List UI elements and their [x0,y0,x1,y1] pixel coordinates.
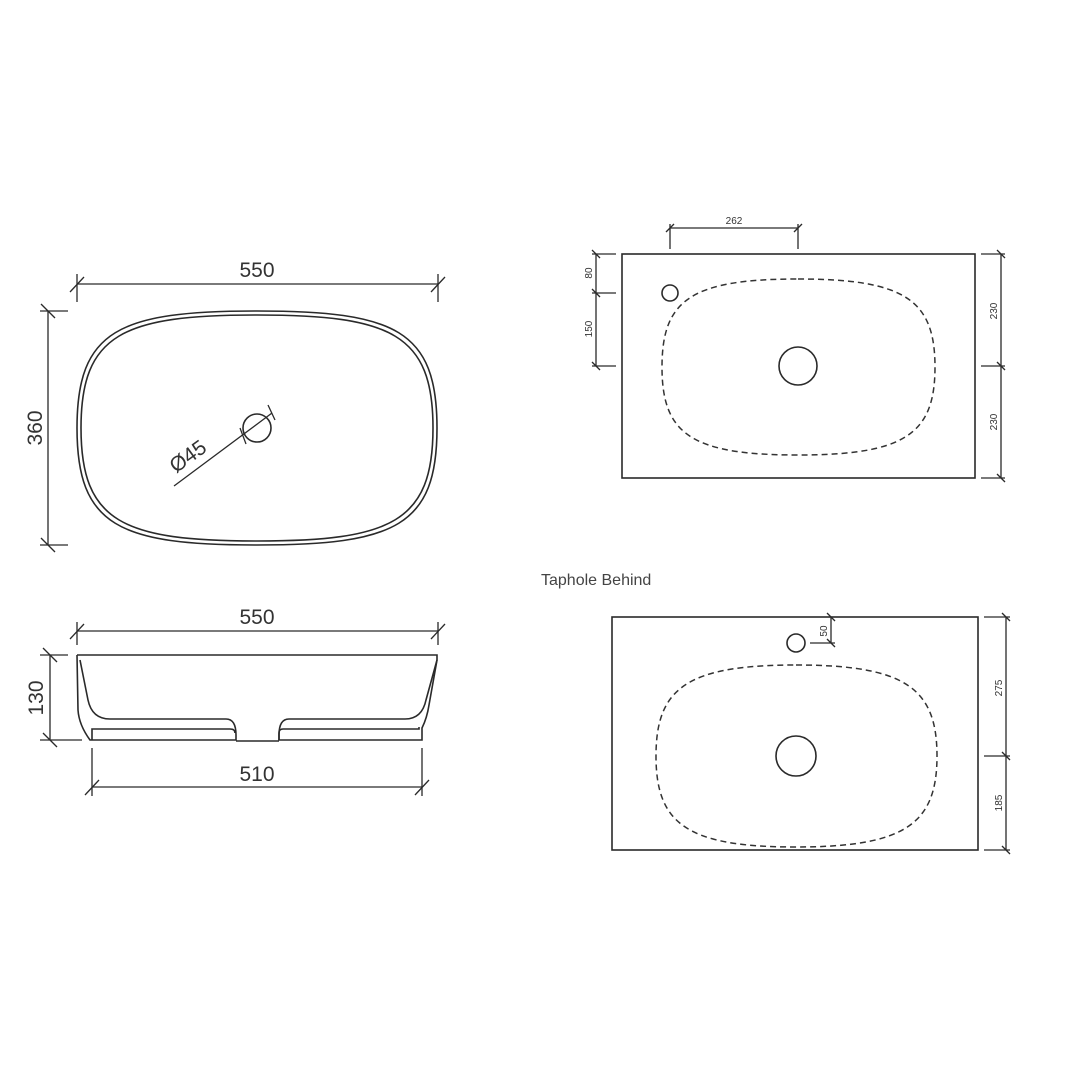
plan-taphole-behind: 50 275 185 [611,612,1011,855]
plan-taphole-left: 262 80 150 230 230 [584,216,1006,483]
side-view-width-label: 550 [239,606,274,629]
taphole-second-offset-label: 150 [584,320,595,337]
side-view-height-label: 130 [25,680,48,715]
waste-diameter-label: Ø45 [165,436,211,478]
taphole-top-offset-label: 80 [584,267,595,279]
right-upper-dimension-label: 230 [989,302,1000,319]
behind-right-upper-label: 275 [994,679,1005,696]
right-lower-dimension-label: 230 [989,413,1000,430]
behind-right-lower-label: 185 [994,794,1005,811]
top-view: 550 360 Ø45 [24,259,446,553]
side-view-base-width-label: 510 [239,763,274,786]
taphole-behind-caption: Taphole Behind [541,572,652,589]
taphole-behind-offset-label: 50 [819,625,830,637]
side-view: 550 130 510 [25,606,446,796]
top-view-depth-label: 360 [24,410,47,445]
top-view-width-label: 550 [239,259,274,282]
taphole-horizontal-offset-label: 262 [726,216,743,227]
